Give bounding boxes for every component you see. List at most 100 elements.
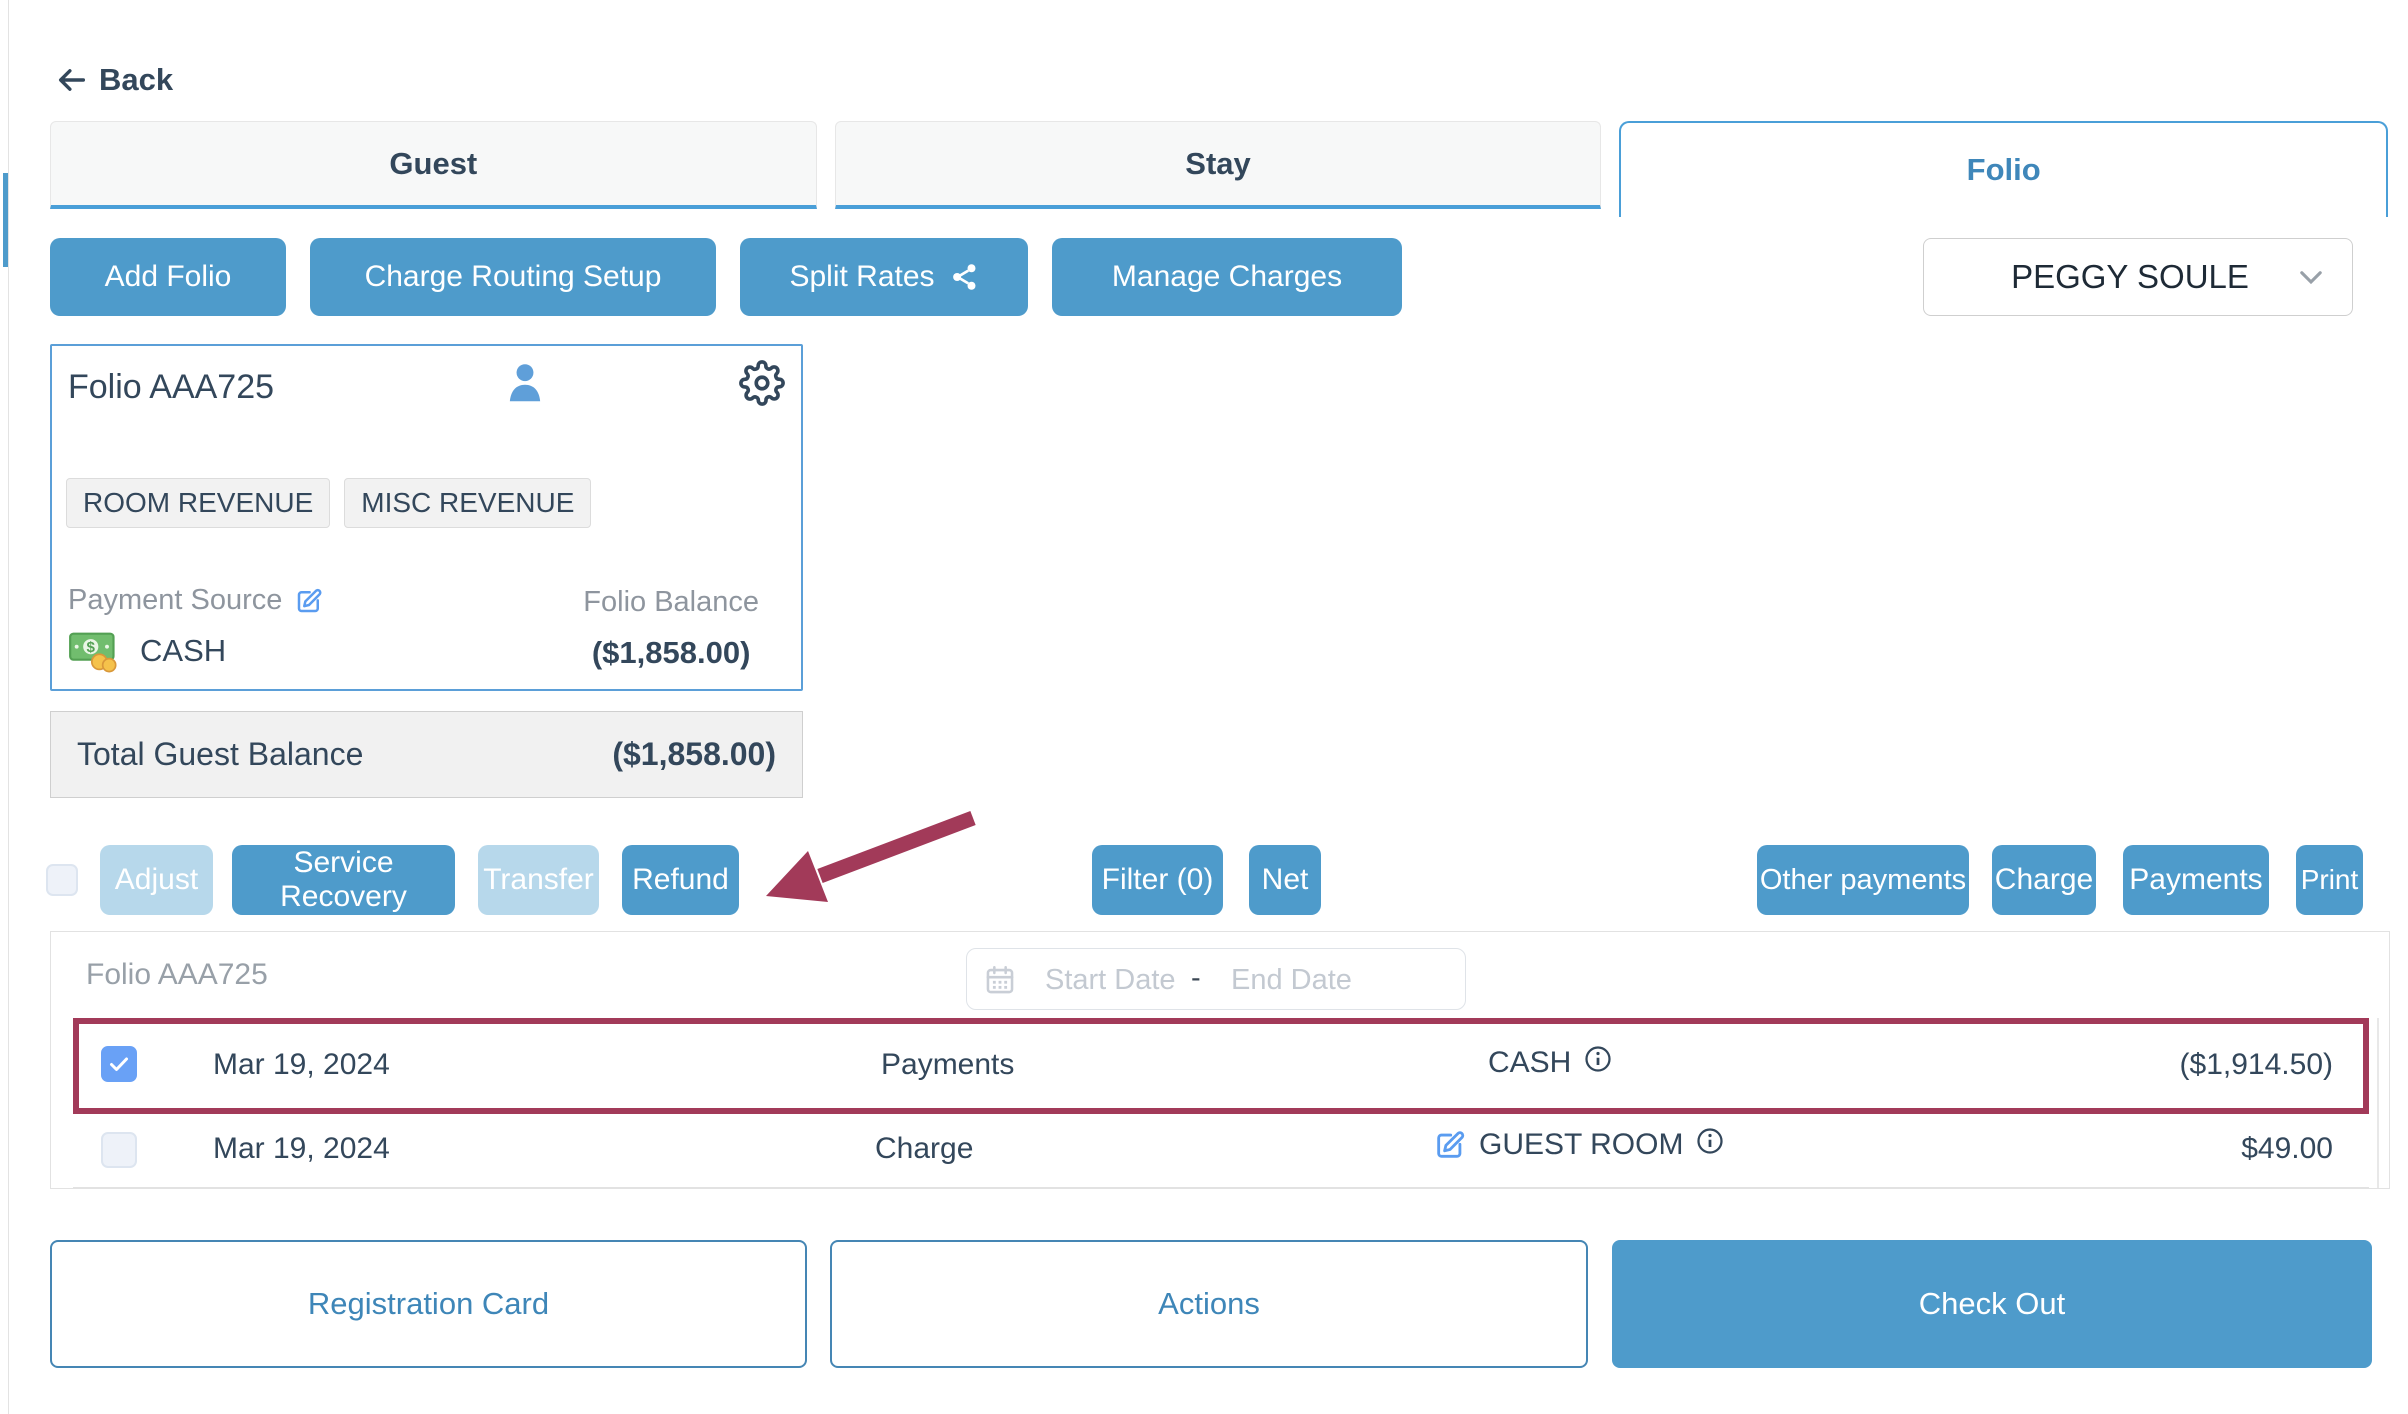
folio-balance-value: ($1,858.00) <box>591 635 751 670</box>
transfer-label: Transfer <box>483 863 594 896</box>
table-row-charge[interactable]: Mar 19, 2024 Charge GUEST ROOM $49.00 <box>73 1114 2369 1188</box>
edit-icon[interactable] <box>1433 1128 1467 1162</box>
back-button[interactable]: Back <box>55 62 173 98</box>
folio-balance-label: Folio Balance <box>583 586 759 618</box>
revenue-tags: ROOM REVENUE MISC REVENUE <box>66 478 592 528</box>
filter-label: Filter (0) <box>1101 863 1214 896</box>
arrow-left-icon <box>58 69 86 91</box>
panel-edge-divider <box>8 0 9 1414</box>
payments-label: Payments <box>2129 863 2263 896</box>
tab-stay[interactable]: Stay <box>834 121 1602 209</box>
actions-label: Actions <box>1158 1286 1260 1321</box>
row-description-text: GUEST ROOM <box>1479 1128 1684 1161</box>
split-rates-button[interactable]: Split Rates <box>740 238 1028 316</box>
chevron-down-icon <box>2300 271 2322 285</box>
row-checkbox-checked[interactable] <box>101 1046 137 1082</box>
checkmark-icon <box>110 1057 128 1071</box>
folio-card: Folio AAA725 ROOM REVENUE MISC REVENUE P… <box>50 344 803 691</box>
charge-button[interactable]: Charge <box>1992 845 2096 915</box>
print-label: Print <box>2300 864 2359 895</box>
tab-guest-label: Guest <box>389 145 478 181</box>
info-icon[interactable] <box>1583 1044 1613 1074</box>
total-guest-balance-value: ($1,858.00) <box>612 736 776 772</box>
check-out-label: Check Out <box>1918 1286 2066 1321</box>
gear-icon[interactable] <box>739 360 785 406</box>
row-description: GUEST ROOM <box>1433 1128 1725 1162</box>
guest-selector-value: PEGGY SOULE <box>2011 258 2249 295</box>
row-amount: $49.00 <box>2241 1132 2333 1165</box>
date-separator: - <box>1191 962 1201 994</box>
charge-label: Charge <box>1994 863 2094 896</box>
folio-card-title: Folio AAA725 <box>68 368 275 406</box>
refund-label: Refund <box>632 863 729 896</box>
row-date: Mar 19, 2024 <box>213 1132 390 1165</box>
info-icon[interactable] <box>1695 1126 1725 1156</box>
row-description-text: CASH <box>1488 1046 1572 1079</box>
back-label: Back <box>99 62 174 97</box>
tab-folio[interactable]: Folio <box>1619 121 2389 217</box>
panel-scrollbar-thumb[interactable] <box>3 173 8 267</box>
payment-source-label-row: Payment Source <box>68 584 324 617</box>
date-range-input[interactable]: Start Date - End Date <box>966 948 1466 1010</box>
total-guest-balance-bar: Total Guest Balance ($1,858.00) <box>50 711 803 798</box>
row-type: Charge <box>875 1132 974 1165</box>
net-label: Net <box>1261 863 1309 896</box>
print-button[interactable]: Print <box>2296 845 2363 915</box>
split-rates-label: Split Rates <box>789 260 935 293</box>
payment-source-value-row: $ CASH <box>68 628 226 674</box>
service-recovery-button[interactable]: Service Recovery <box>232 845 455 915</box>
adjust-button[interactable]: Adjust <box>100 845 213 915</box>
row-checkbox-unchecked[interactable] <box>101 1132 137 1168</box>
payment-source-value: CASH <box>140 633 227 668</box>
cash-icon: $ <box>69 632 117 673</box>
manage-charges-button[interactable]: Manage Charges <box>1052 238 1402 316</box>
select-all-checkbox[interactable] <box>46 864 78 896</box>
edit-icon[interactable] <box>294 586 324 616</box>
end-date-placeholder[interactable]: End Date <box>1231 964 1352 996</box>
transfer-button[interactable]: Transfer <box>478 845 599 915</box>
tab-guest[interactable]: Guest <box>50 121 817 209</box>
add-folio-button[interactable]: Add Folio <box>50 238 286 316</box>
charge-routing-setup-button[interactable]: Charge Routing Setup <box>310 238 716 316</box>
row-description: CASH <box>1488 1046 1613 1080</box>
start-date-placeholder[interactable]: Start Date <box>1045 964 1176 996</box>
guest-selector-dropdown[interactable]: PEGGY SOULE <box>1923 238 2353 316</box>
table-row-payment-highlighted[interactable]: Mar 19, 2024 Payments CASH ($1,914.50) <box>73 1018 2369 1114</box>
manage-charges-label: Manage Charges <box>1111 260 1343 293</box>
other-payments-button[interactable]: Other payments <box>1757 845 1969 915</box>
add-folio-label: Add Folio <box>104 260 232 293</box>
total-guest-balance-label: Total Guest Balance <box>77 736 364 772</box>
service-recovery-label: Service Recovery <box>280 846 407 913</box>
table-folio-label: Folio AAA725 <box>86 958 268 991</box>
svg-text:$: $ <box>87 639 96 656</box>
tag-room-revenue: ROOM REVENUE <box>66 478 331 528</box>
payment-source-label: Payment Source <box>68 584 283 616</box>
actions-button[interactable]: Actions <box>830 1240 1588 1368</box>
refund-button[interactable]: Refund <box>622 845 739 915</box>
table-scrollbar[interactable] <box>2377 1018 2379 1188</box>
payments-button[interactable]: Payments <box>2123 845 2269 915</box>
registration-card-button[interactable]: Registration Card <box>50 1240 807 1368</box>
adjust-label: Adjust <box>114 863 199 896</box>
folio-balance-block: Folio Balance ($1,858.00) <box>583 586 759 671</box>
tag-misc-revenue: MISC REVENUE <box>344 478 592 528</box>
folio-transactions-table: Folio AAA725 Start Date - End Date Mar 1… <box>50 931 2390 1189</box>
tab-bar: Guest Stay Folio <box>50 121 2389 217</box>
row-amount: ($1,914.50) <box>2179 1048 2333 1081</box>
share-icon <box>952 264 976 290</box>
row-date: Mar 19, 2024 <box>213 1048 390 1081</box>
charge-routing-setup-label: Charge Routing Setup <box>364 260 662 293</box>
row-type: Payments <box>881 1048 1015 1081</box>
calendar-icon <box>986 965 1014 994</box>
folio-toolbar: Add Folio Charge Routing Setup Split Rat… <box>50 238 2353 316</box>
filter-button[interactable]: Filter (0) <box>1092 845 1223 915</box>
person-icon[interactable] <box>502 360 548 406</box>
maroon-arrow-annotation-icon <box>766 810 976 902</box>
other-payments-label: Other payments <box>1759 863 1967 896</box>
toolbar-spacer <box>1426 238 1899 316</box>
tab-folio-label: Folio <box>1966 152 2041 187</box>
net-button[interactable]: Net <box>1249 845 1321 915</box>
check-out-button[interactable]: Check Out <box>1612 1240 2372 1368</box>
tab-stay-label: Stay <box>1185 145 1251 181</box>
registration-card-label: Registration Card <box>307 1286 550 1321</box>
